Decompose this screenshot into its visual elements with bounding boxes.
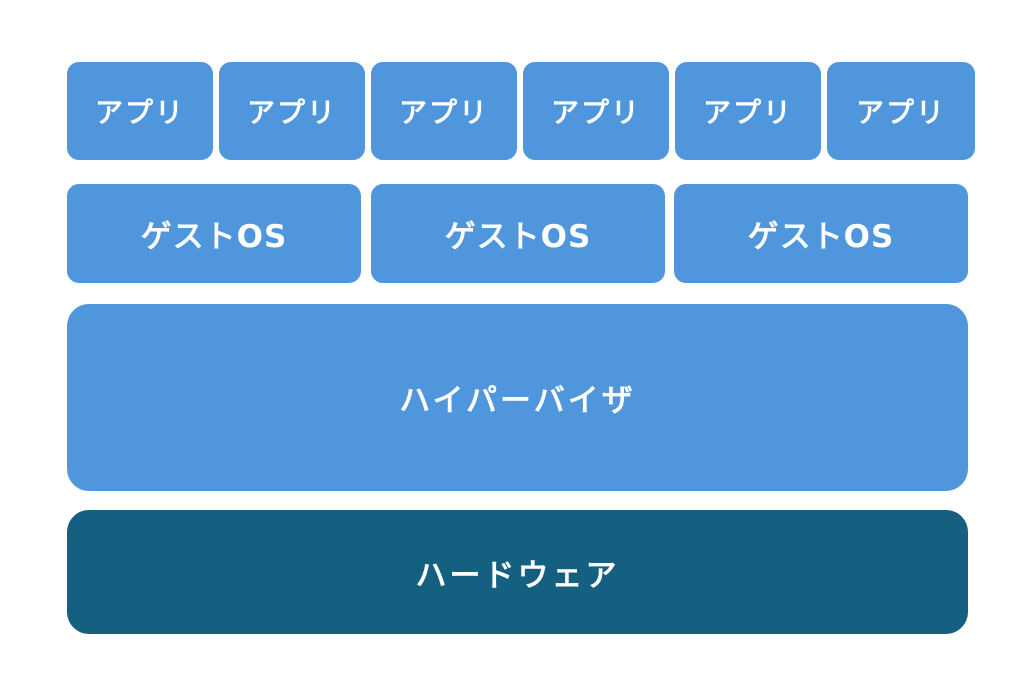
guest-os-box-3: ゲストOS [674, 184, 968, 283]
app-box-4: アプリ [523, 62, 669, 160]
guest-os-box-2: ゲストOS [371, 184, 665, 283]
app-box-2: アプリ [219, 62, 365, 160]
app-box-5: アプリ [675, 62, 821, 160]
hypervisor-box: ハイパーバイザ [67, 304, 968, 491]
app-box-3: アプリ [371, 62, 517, 160]
hardware-box: ハードウェア [67, 510, 968, 634]
app-box-1: アプリ [67, 62, 213, 160]
app-box-6: アプリ [827, 62, 975, 160]
guest-os-box-1: ゲストOS [67, 184, 361, 283]
